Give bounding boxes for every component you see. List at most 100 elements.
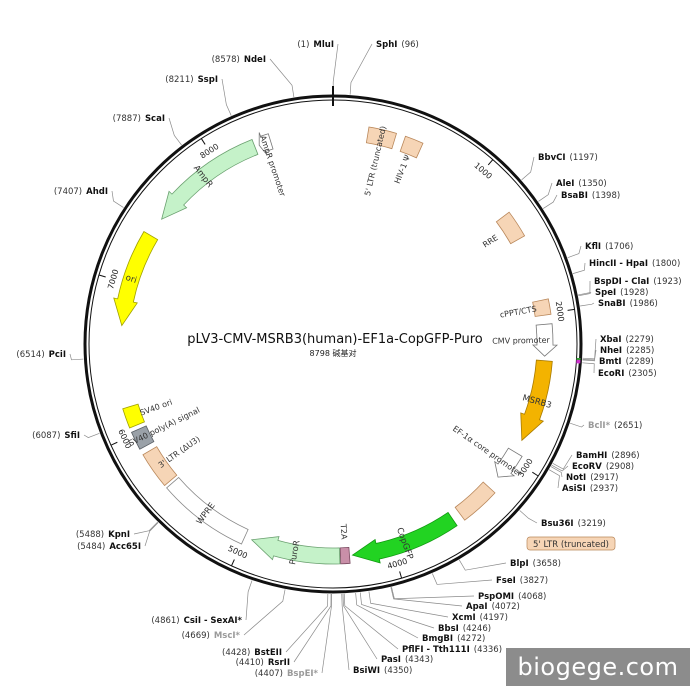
site-position: (2908) (606, 462, 634, 472)
site-text: EcoRI(2305) (598, 369, 657, 379)
site-leader (391, 586, 475, 600)
tick-mark (231, 559, 235, 567)
site-label: (8578)NdeI (212, 55, 266, 65)
site-position: (7407) (54, 187, 82, 197)
site-name: AhdI (86, 187, 108, 197)
site-text: (7407) AhdI (54, 187, 108, 197)
site-position: (4407) (255, 669, 283, 679)
feature-ltr3 (142, 446, 178, 487)
site-leader (168, 117, 182, 146)
site-position: (2917) (590, 473, 618, 483)
site-label: SpeI(1928) (595, 288, 648, 298)
site-position: (4410) (236, 658, 264, 668)
site-name: ApaI (466, 602, 488, 612)
site-name: BbsI (438, 624, 459, 634)
site-label: (8211)SspI (165, 75, 218, 85)
feature-label-rre: RRE (481, 233, 499, 249)
site-label: (4410)RsrII (236, 658, 290, 668)
site-leader (542, 194, 558, 209)
site-text: SnaBI(1986) (598, 299, 658, 309)
site-leader (83, 432, 100, 438)
site-leader (69, 353, 84, 361)
site-name: PflFI - Tth111I (402, 645, 470, 655)
site-leader (355, 592, 419, 639)
site-position: (4350) (384, 666, 412, 676)
site-text: SphI(96) (376, 40, 419, 50)
site-name: CsiI - SexAI* (184, 616, 243, 626)
site-leader (552, 454, 573, 470)
tick-mark (110, 441, 118, 446)
site-label: (4669)MscI* (182, 631, 241, 641)
site-label: (6087)SfiI (32, 431, 80, 441)
site-leader (431, 573, 493, 585)
site-text: SpeI(1928) (595, 288, 648, 298)
feature-amprprom (258, 132, 274, 156)
site-position: (2279) (626, 335, 654, 345)
tick-mark (399, 571, 403, 579)
site-position: (4343) (405, 655, 433, 665)
site-label: AsiSI(2937) (562, 484, 618, 494)
site-text: XcmI(4197) (452, 613, 508, 623)
site-leader (321, 593, 332, 674)
site-leader (578, 280, 591, 296)
site-position: (3827) (520, 576, 548, 586)
site-leader (221, 78, 232, 116)
site-text: (4861) CsiI - SexAI* (151, 616, 242, 626)
site-leader (538, 182, 553, 202)
site-label: PasI(4343) (381, 655, 433, 665)
site-position: (4861) (151, 616, 179, 626)
site-name: BsiWI (353, 666, 380, 676)
watermark: biogege.com (506, 648, 690, 686)
site-position: (8578) (212, 55, 240, 65)
site-label: AleI(1350) (556, 179, 607, 189)
site-name: ScaI (145, 114, 165, 124)
site-name: Acc65I (109, 542, 141, 552)
site-name: Bsu36I (541, 519, 574, 529)
feature-label-t2a: T2A (339, 523, 349, 540)
site-name: KpnI (108, 530, 130, 540)
tick-label: 1000 (472, 161, 493, 181)
feature-msrb3 (520, 359, 553, 442)
site-label: BbsI(4246) (438, 624, 491, 634)
site-label: BclI*(2651) (588, 421, 642, 431)
site-label: BbvCI(1197) (538, 153, 598, 163)
feature-cmv (531, 323, 559, 357)
site-text: (6087)SfiI (32, 431, 80, 441)
site-label: SnaBI(1986) (598, 299, 658, 309)
site-leader (580, 302, 595, 307)
site-text: PflFI - Tth111I(4336) (402, 645, 502, 655)
feature-puror (250, 536, 341, 565)
site-leader (349, 43, 373, 95)
feature-cppt (532, 298, 552, 317)
site-leader (578, 291, 592, 297)
site-text: (6514)PciI (16, 350, 66, 360)
site-name: NheI (600, 346, 622, 356)
site-position: (5488) (76, 530, 104, 540)
tick-label: 7000 (106, 268, 120, 290)
site-position: (6514) (16, 350, 44, 360)
site-text: BmtI(2289) (599, 357, 654, 367)
site-name: BspEI* (287, 669, 319, 679)
site-position: (1398) (592, 191, 620, 201)
ltr-callout-text: 5' LTR (truncated) (533, 540, 609, 550)
site-name: KflI (585, 242, 601, 252)
site-label: (7407) AhdI (54, 187, 108, 197)
site-name: XbaI (600, 335, 622, 345)
site-label: (7887)ScaI (113, 114, 165, 124)
site-name: XcmI (452, 613, 476, 623)
site-leader (111, 190, 124, 208)
site-label: (5488) KpnI (76, 530, 130, 540)
site-position: (1986) (630, 299, 658, 309)
feature-label-amprprom: AmpR promoter (258, 134, 287, 198)
site-name: BsaBI (561, 191, 588, 201)
site-leader (582, 338, 597, 360)
site-leader (293, 593, 332, 663)
site-position: (1800) (652, 259, 680, 269)
site-text: BclI*(2651) (588, 421, 642, 431)
feature-ltr5 (365, 126, 397, 150)
site-text: BamHI(2896) (576, 451, 640, 461)
site-text: FseI(3827) (496, 576, 548, 586)
site-text: BsiWI (4350) (353, 666, 412, 676)
feature-hiv1psi (399, 135, 424, 159)
